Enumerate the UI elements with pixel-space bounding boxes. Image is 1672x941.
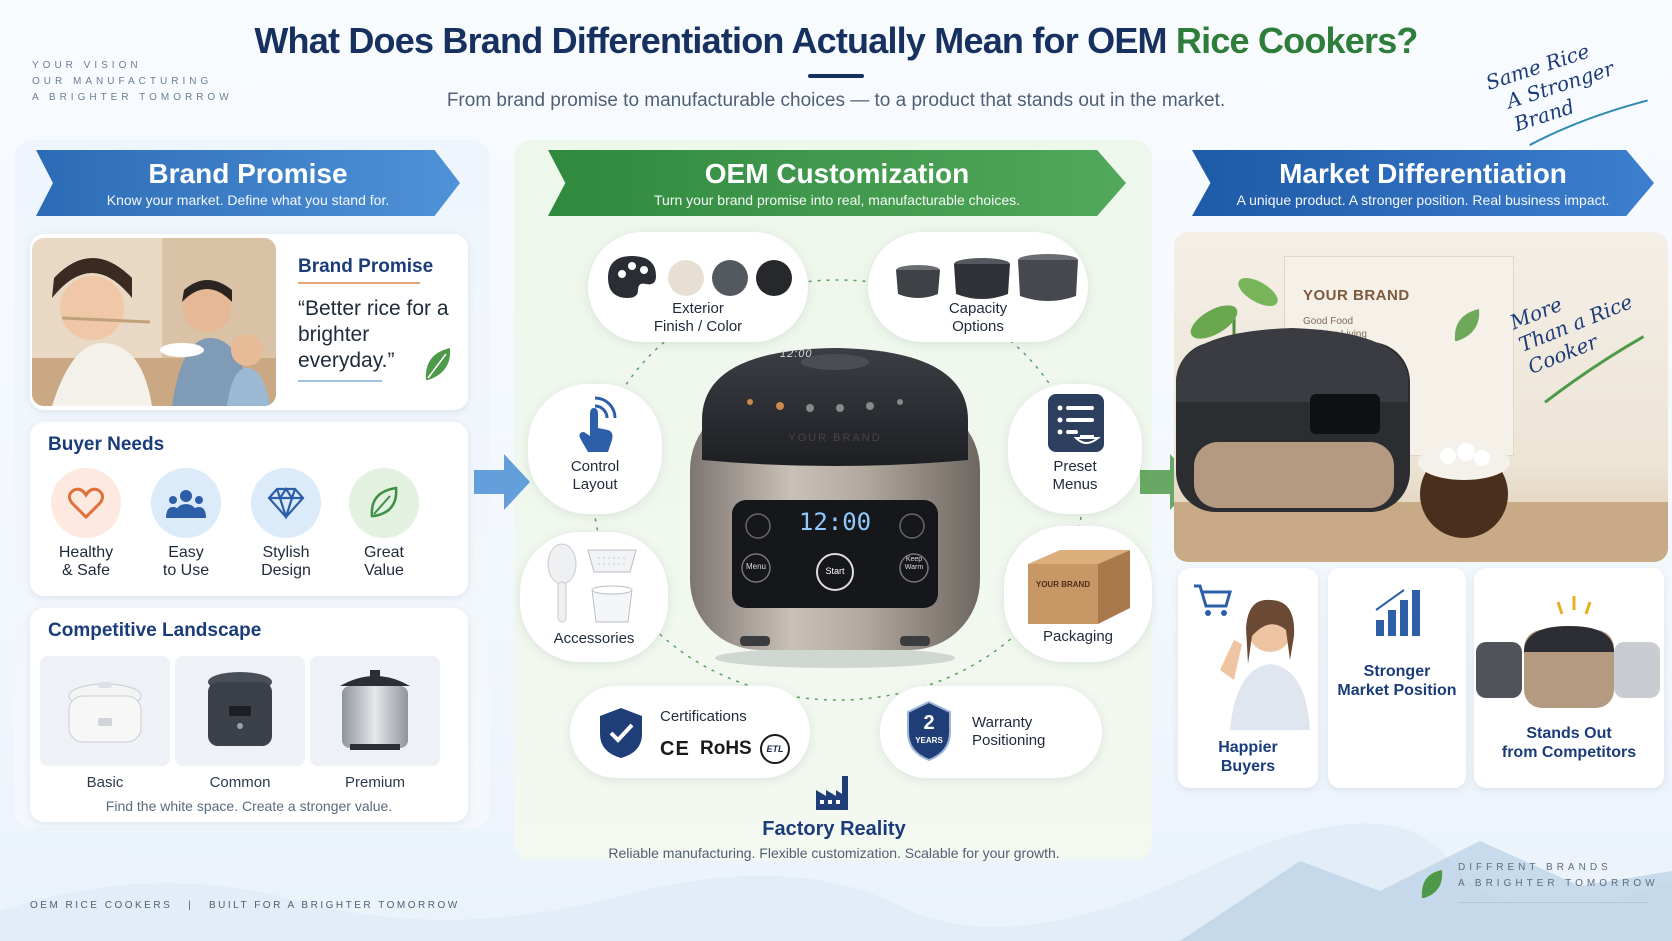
competitor-premium-image	[310, 656, 440, 766]
shopping-cart-icon	[1194, 584, 1232, 616]
need-healthy-safe: Healthy & Safe	[36, 468, 136, 580]
accessories-label: Accessories	[553, 630, 635, 647]
footer-divider	[1458, 902, 1648, 903]
standout-cooker-image	[1476, 596, 1660, 708]
packaging-label: Packaging	[1042, 628, 1114, 645]
start-button[interactable]: Start	[825, 566, 845, 576]
competitive-landscape-title: Competitive Landscape	[48, 620, 262, 641]
brand-promise-heading: Brand Promise	[298, 256, 434, 277]
competitor-common-label: Common	[209, 774, 271, 791]
cooker-brand-label: YOUR BRAND	[788, 432, 882, 444]
control-layout-label: Control Layout	[570, 458, 620, 493]
factory-reality-subtitle: Reliable manufacturing. Flexible customi…	[608, 845, 1060, 861]
capacity-options-label: Capacity Options	[948, 300, 1008, 335]
feature-preset-menus: Preset Menus	[1008, 384, 1142, 514]
factory-icon	[816, 776, 848, 810]
feature-accessories: Accessories	[520, 532, 668, 662]
buyer-needs-card: Buyer Needs Healthy & Safe Easy to Use S…	[30, 422, 468, 596]
box-brand-label: YOUR BRAND	[1303, 287, 1410, 304]
tagline-left: YOUR VISION OUR MANUFACTURING A BRIGHTER…	[32, 60, 233, 103]
menu-button[interactable]: Menu	[745, 562, 766, 571]
branded-product-scene: YOUR BRAND Good Food Brighter Living	[1174, 232, 1668, 562]
keep-warm-button[interactable]: Keep Warm	[904, 556, 924, 571]
warranty-label: Warranty Positioning	[972, 714, 1046, 749]
feature-control-layout: Control Layout	[528, 384, 662, 514]
accessories-icon	[547, 543, 637, 623]
market-differentiation-ribbon: Market Differentiation A unique product.…	[1192, 150, 1654, 216]
rice-cooker-hero-image: 12:00 YOUR BRAND 12:00 Menu Start Keep W…	[680, 340, 990, 670]
family-eating-photo	[32, 238, 276, 406]
warranty-badge-icon	[907, 700, 951, 762]
factory-reality-section: Factory Reality Reliable manufacturing. …	[514, 772, 1154, 861]
competitor-premium-label: Premium	[344, 774, 405, 791]
leaf-icon	[1454, 309, 1480, 341]
competitor-common-image	[175, 656, 305, 766]
touch-hand-icon	[579, 396, 617, 452]
outcome-happier-buyers: Happier Buyers	[1178, 568, 1318, 788]
preset-menu-icon	[1048, 394, 1104, 452]
package-box-icon	[1028, 550, 1130, 624]
feature-packaging: YOUR BRAND Packaging	[1004, 526, 1152, 662]
brand-promise-quote: “Better rice for a brighter everyday.”	[298, 297, 449, 372]
warranty-years-unit: YEARS	[915, 736, 943, 745]
inner-pot-icons	[896, 254, 1078, 301]
etl-mark: ETL	[760, 734, 790, 764]
feature-certifications: Certifications CE RoHS ETL	[570, 686, 810, 778]
people-icon	[151, 468, 221, 538]
quote-divider	[298, 380, 382, 382]
need-great-value: Great Value	[334, 468, 434, 580]
brand-promise-card: Brand Promise “Better rice for a brighte…	[30, 234, 468, 410]
factory-reality-title: Factory Reality	[762, 818, 906, 840]
need-easy-to-use: Easy to Use	[136, 468, 236, 580]
footer-left-tagline: OEM RICE COOKERS | BUILT FOR A BRIGHTER …	[30, 900, 460, 911]
script-tagline-right: More Than a Rice Cooker	[1506, 255, 1672, 407]
brand-promise-ribbon: Brand Promise Know your market. Define w…	[36, 150, 460, 216]
script-tagline-top-right: Same Rice A Stronger Brand	[1483, 16, 1672, 155]
title-divider	[808, 74, 864, 78]
outcome-stands-out: Stands Out from Competitors	[1474, 568, 1664, 788]
certifications-label: Certifications	[660, 708, 747, 725]
feature-warranty: 2 YEARS Warranty Positioning	[880, 686, 1102, 778]
leaf-icon	[349, 468, 419, 538]
rohs-mark: RoHS	[700, 738, 752, 759]
footer-right-tagline: DIFFRENT BRANDS A BRIGHTER TOMORROW	[1458, 862, 1659, 889]
buyer-needs-title: Buyer Needs	[48, 434, 165, 455]
diamond-icon	[251, 468, 321, 538]
feature-exterior-finish: Exterior Finish / Color	[588, 232, 808, 342]
competitor-basic-image	[40, 656, 170, 766]
competitor-basic-label: Basic	[86, 774, 124, 791]
competitive-landscape-card: Competitive Landscape Basic Common Premi…	[30, 608, 468, 822]
oem-customization-ribbon: OEM Customization Turn your brand promis…	[548, 150, 1126, 216]
growth-chart-icon	[1375, 589, 1420, 636]
ce-mark: CE	[660, 738, 690, 760]
preset-menus-label: Preset Menus	[1052, 458, 1098, 493]
shield-check-icon	[600, 708, 642, 758]
exterior-finish-label: Exterior Finish / Color	[653, 300, 743, 335]
package-brand-label: YOUR BRAND	[1035, 580, 1091, 589]
page-subtitle: From brand promise to manufacturable cho…	[446, 90, 1226, 111]
heart-icon	[51, 468, 121, 538]
leaf-icon	[1421, 870, 1443, 898]
color-swatch-icons	[608, 256, 792, 298]
cooker-display-time: 12:00	[798, 508, 872, 536]
outcome-stronger-position: Stronger Market Position	[1328, 568, 1466, 788]
brand-promise-underline	[298, 282, 420, 284]
leaf-icon	[425, 348, 451, 380]
page-title: What Does Brand Differentiation Actually…	[254, 20, 1418, 61]
need-stylish-design: Stylish Design	[236, 468, 336, 580]
arrow-right-icon	[474, 454, 530, 510]
branded-cooker-image	[1174, 328, 1668, 562]
competitive-footer-text: Find the white space. Create a stronger …	[105, 798, 393, 814]
feature-capacity-options: Capacity Options	[868, 232, 1088, 342]
warranty-years-number: 2	[923, 712, 935, 734]
lid-display-time: 12:00	[780, 348, 813, 360]
happy-woman-image	[1220, 599, 1310, 730]
